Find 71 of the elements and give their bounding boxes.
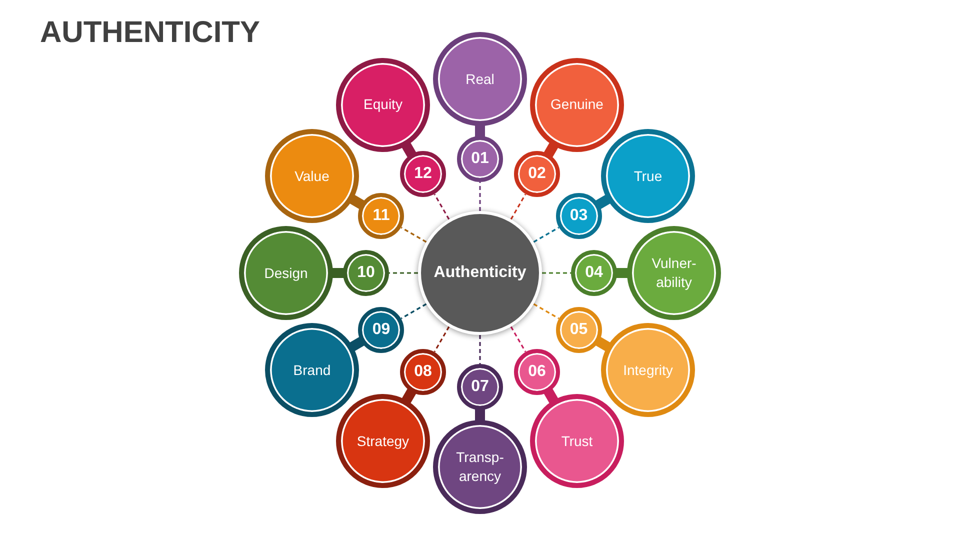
dashed-connector	[400, 303, 427, 320]
connector-stem	[350, 194, 365, 210]
topic-label: Transp- arency	[455, 448, 505, 486]
number-circle	[343, 250, 389, 296]
topic-label: Brand	[293, 360, 331, 380]
connector-stem	[402, 142, 416, 158]
connector-stem	[350, 336, 365, 352]
dashed-connector	[434, 326, 450, 352]
number-circle	[514, 348, 560, 395]
topic-label: Genuine	[550, 95, 604, 114]
step-number: 06	[528, 362, 546, 382]
topic-circle	[264, 129, 359, 223]
topic-label: Value	[294, 166, 330, 186]
center-label: Authenticity	[434, 263, 526, 283]
topic-circle	[336, 58, 430, 152]
topic-label: Trust	[561, 432, 593, 450]
page-title: AUTHENTICITY	[40, 15, 260, 51]
topic-circle	[336, 394, 430, 488]
dashed-connector	[510, 326, 526, 352]
number-circle	[358, 193, 404, 239]
step-number: 10	[357, 263, 375, 283]
number-circle	[556, 307, 602, 353]
connector-stem	[402, 388, 416, 404]
topic-circle	[264, 323, 359, 417]
dashed-connector	[533, 226, 560, 243]
number-circle	[457, 364, 503, 410]
step-number: 09	[372, 320, 390, 340]
number-circle	[358, 307, 404, 353]
step-number: 04	[585, 263, 603, 283]
step-number: 05	[570, 320, 588, 340]
connector-stem	[595, 194, 610, 210]
connector-stem	[544, 142, 558, 158]
step-number: 11	[372, 206, 390, 226]
dashed-connector	[533, 303, 560, 320]
step-number: 07	[471, 377, 489, 397]
connector-stem	[595, 336, 610, 352]
topic-label: Design	[264, 264, 308, 282]
number-circle	[400, 348, 446, 395]
dashed-connector	[389, 272, 418, 274]
topic-label: Equity	[364, 95, 402, 114]
number-circle	[457, 136, 503, 182]
dashed-connector	[400, 226, 427, 243]
topic-circle	[530, 58, 624, 152]
center-circle	[418, 211, 542, 335]
topic-circle	[601, 129, 695, 223]
dashed-connector	[479, 335, 481, 364]
topic-circle	[530, 394, 624, 488]
dashed-connector	[479, 182, 481, 211]
topic-label: Real	[466, 70, 494, 88]
step-number: 08	[414, 362, 432, 382]
number-circle	[571, 250, 617, 296]
connector-stem	[332, 268, 344, 278]
dashed-connector	[542, 272, 571, 274]
step-number: 01	[471, 149, 489, 169]
connector-stem	[544, 388, 558, 404]
step-number: 02	[528, 164, 546, 184]
connector-stem	[475, 409, 485, 421]
topic-label: Strategy	[356, 432, 410, 450]
connector-stem	[616, 268, 628, 278]
number-circle	[400, 151, 446, 198]
connector-stem	[475, 125, 485, 137]
dashed-connector	[434, 194, 450, 220]
step-number: 12	[414, 164, 432, 184]
number-circle	[556, 193, 602, 239]
number-circle	[514, 151, 560, 198]
topic-label: Vulner- ability	[650, 254, 698, 292]
step-number: 03	[570, 206, 588, 226]
topic-label: True	[634, 166, 662, 186]
topic-label: Integrity	[623, 360, 673, 380]
dashed-connector	[510, 194, 526, 220]
topic-circle	[601, 323, 695, 417]
